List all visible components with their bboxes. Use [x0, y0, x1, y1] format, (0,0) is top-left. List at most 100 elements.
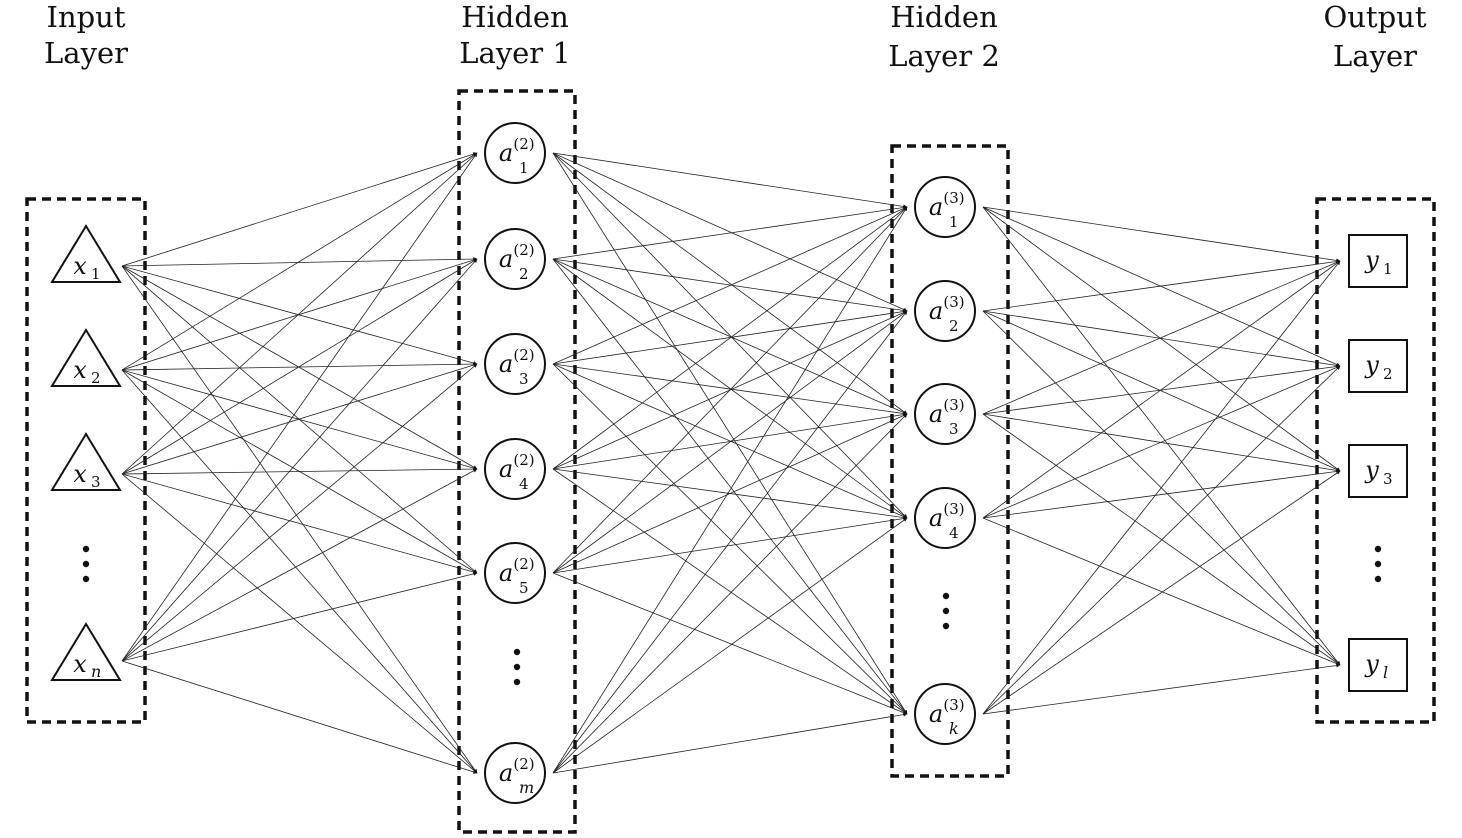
edge-input-1-to-hidden1-4	[121, 265, 478, 470]
ellipsis-dot	[82, 575, 90, 583]
edge-hidden1-2-to-hidden2-5	[552, 258, 908, 715]
edge-input-3-to-hidden1-4	[121, 467, 478, 475]
edge-hidden2-4-to-output-3	[982, 469, 1341, 519]
node-label-base: a	[499, 759, 513, 787]
ellipsis-dot	[1374, 560, 1382, 568]
edge-input-4-to-hidden1-3	[121, 363, 478, 662]
node-label-superscript: (2)	[513, 241, 534, 259]
hidden2-node-a-k: a(3)k	[914, 683, 976, 745]
edge-hidden1-2-to-hidden2-2	[552, 258, 908, 313]
node-label-base: x	[73, 460, 87, 488]
node-label-subscript: l	[1383, 663, 1388, 682]
node-label-superscript: (3)	[943, 396, 964, 414]
node-label-subscript: 3	[91, 473, 101, 491]
circle-node-shape	[484, 122, 546, 184]
edge-hidden2-4-to-output-2	[982, 365, 1341, 519]
node-label-base: y	[1364, 351, 1379, 379]
edge-input-3-to-hidden1-6	[121, 473, 478, 774]
node-label-subscript: 2	[91, 369, 101, 387]
node-label-superscript: (2)	[513, 555, 534, 573]
edge-hidden2-5-to-output-1	[982, 260, 1341, 715]
node-label-subscript: 1	[1383, 260, 1393, 278]
edge-input-4-to-hidden1-5	[121, 571, 478, 662]
edge-input-4-to-hidden1-2	[121, 258, 478, 662]
edge-input-2-to-hidden1-3	[121, 362, 478, 371]
edge-hidden2-1-to-output-3	[982, 206, 1341, 472]
node-label-subscript: 2	[519, 265, 529, 283]
edge-hidden1-1-to-hidden2-5	[552, 152, 908, 715]
square-node-shape	[1348, 339, 1408, 393]
edge-input-4-to-hidden1-1	[121, 152, 478, 662]
output-layer-title-line1: Output	[1323, 0, 1426, 34]
node-label-base: a	[929, 400, 943, 428]
node-label-base: a	[499, 350, 513, 378]
edge-hidden2-1-to-output-4	[982, 206, 1341, 666]
circle-node-shape	[914, 280, 976, 342]
hidden1-node-a-3: a(2)3	[484, 333, 546, 395]
edge-hidden2-4-to-output-1	[982, 260, 1341, 519]
hidden1-node-a-4: a(2)4	[484, 438, 546, 500]
node-label-subscript: 3	[1383, 470, 1393, 488]
node-label-subscript: 4	[519, 475, 529, 493]
node-label-superscript: (2)	[513, 346, 534, 364]
circle-node-shape	[484, 542, 546, 604]
node-label-base: x	[73, 650, 87, 678]
edge-hidden2-2-to-output-2	[982, 310, 1341, 368]
node-label-subscript: k	[949, 719, 959, 738]
edge-input-3-to-hidden1-3	[121, 363, 478, 475]
edge-hidden2-3-to-output-3	[982, 413, 1341, 473]
edge-hidden1-5-to-hidden2-4	[552, 516, 908, 574]
edge-hidden2-3-to-output-1	[982, 260, 1341, 415]
edge-hidden1-6-to-hidden2-4	[552, 517, 908, 774]
hidden-layer-1-box	[457, 89, 577, 834]
hidden1-node-a-m: a(2)m	[484, 742, 546, 804]
triangle-node-shape	[50, 432, 122, 491]
hidden2-node-a-2: a(3)2	[914, 280, 976, 342]
edge-input-4-to-hidden1-6	[121, 660, 478, 774]
node-label-superscript: (3)	[943, 189, 964, 207]
node-label-base: x	[73, 356, 87, 384]
node-label-subscript: 4	[949, 524, 959, 542]
node-label-base: a	[499, 245, 513, 273]
edge-hidden1-6-to-hidden2-5	[552, 712, 908, 774]
edge-hidden2-3-to-output-2	[982, 364, 1341, 415]
node-label-superscript: (3)	[943, 696, 964, 714]
node-label-subscript: 2	[1383, 365, 1393, 383]
edge-hidden1-4-to-hidden2-1	[552, 206, 908, 470]
circle-node-shape	[484, 228, 546, 290]
input-layer-title-line1: Input	[46, 0, 125, 34]
node-label-base: x	[73, 252, 87, 280]
hidden1-node-a-1: a(2)1	[484, 122, 546, 184]
hidden1-node-a-2: a(2) 2	[484, 228, 546, 290]
circle-node-shape	[914, 176, 976, 238]
ellipsis-dot	[942, 607, 950, 615]
edge-hidden1-3-to-hidden2-4	[552, 363, 908, 519]
hidden-layer-1-title-line1: Hidden	[461, 0, 569, 34]
node-label-base: y	[1364, 650, 1379, 678]
edge-hidden2-1-to-output-1	[982, 206, 1341, 263]
edge-hidden2-4-to-output-4	[982, 517, 1341, 666]
edge-hidden1-4-to-hidden2-5	[552, 468, 908, 715]
edge-input-3-to-hidden1-2	[121, 258, 478, 475]
hidden-layer-2-title-line2: Layer 2	[888, 39, 1000, 73]
edge-input-4-to-hidden1-4	[121, 468, 478, 662]
ellipsis-dot	[513, 663, 521, 671]
edge-hidden2-5-to-output-4	[982, 663, 1341, 715]
square-node-shape	[1348, 234, 1408, 288]
vertical-ellipsis-icon	[1374, 545, 1382, 583]
circle-node-shape	[484, 438, 546, 500]
vertical-ellipsis-icon	[942, 592, 950, 630]
edge-input-1-to-hidden1-2	[121, 257, 478, 267]
ellipses	[82, 545, 1382, 686]
edge-hidden1-6-to-hidden2-2	[552, 310, 908, 774]
hidden1-node-a-5: a(2)5	[484, 542, 546, 604]
circle-node-shape	[914, 487, 976, 549]
